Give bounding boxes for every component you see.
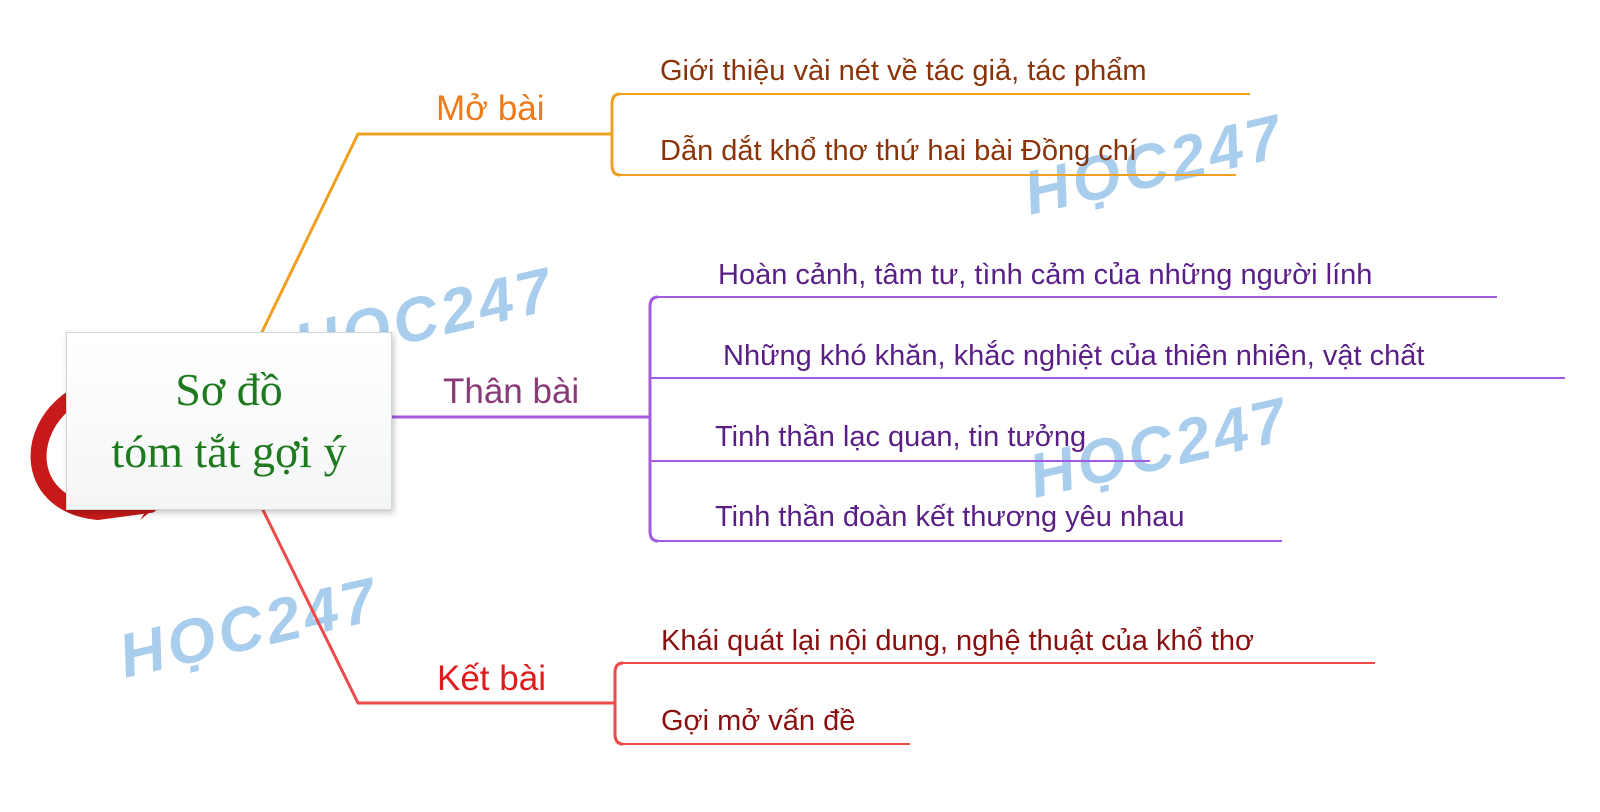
leaf-bracket (613, 661, 624, 746)
leaf-bracket (648, 295, 659, 543)
leaf-text: Dẫn dắt khổ thơ thứ hai bài Đồng chí (660, 134, 1137, 167)
leaf-text: Hoàn cảnh, tâm tư, tình cảm của những ng… (718, 259, 1372, 291)
central-title-line1: Sơ đồ (175, 364, 283, 415)
branch-connector (260, 132, 612, 333)
branch-label-mo-bai: Mở bài (436, 89, 545, 128)
leaf-text: Tinh thần lạc quan, tin tưởng (715, 421, 1086, 453)
branch-mo-bai: Mở bài Giới thiệu vài nét về tác giả, tá… (260, 55, 1250, 333)
branch-connector (260, 507, 615, 705)
leaf-text: Những khó khăn, khắc nghiệt của thiên nh… (723, 339, 1424, 372)
leaf-text: Tinh thần đoàn kết thương yêu nhau (715, 501, 1184, 533)
leaf-text: Khái quát lại nội dung, nghệ thuật của k… (661, 625, 1254, 657)
branch-than-bai: Thân bài Hoàn cảnh, tâm tư, tình cảm của… (390, 259, 1565, 543)
leaf-bracket (610, 92, 621, 177)
branch-ket-bai: Kết bài Khái quát lại nội dung, nghệ thu… (260, 507, 1375, 746)
central-title-line2: tóm tắt gợi ý (111, 426, 347, 477)
leaf-text: Giới thiệu vài nét về tác giả, tác phẩm (660, 55, 1147, 87)
leaf-text: Gợi mở vấn đề (661, 705, 855, 737)
branch-label-ket-bai: Kết bài (437, 659, 546, 698)
watermark-text: HỌC247 (113, 565, 387, 692)
central-node: Sơ đồ tóm tắt gợi ý (66, 332, 392, 510)
branch-label-than-bai: Thân bài (443, 372, 579, 411)
